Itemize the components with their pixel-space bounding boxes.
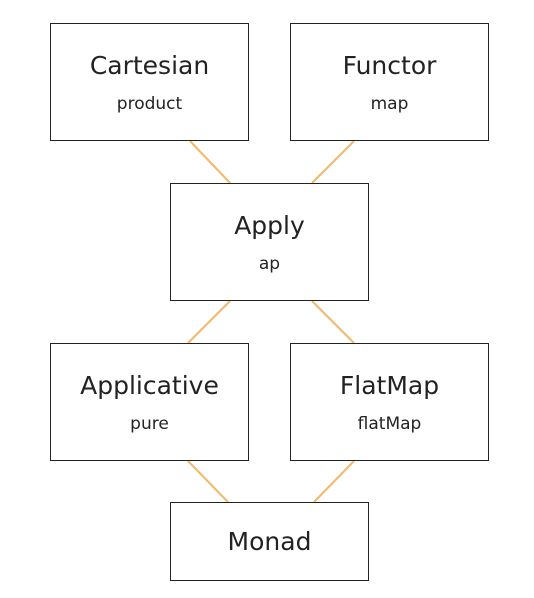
edge-apply-applicative — [187, 300, 231, 344]
edge-cartesian-apply — [189, 140, 231, 184]
node-flatmap-method: flatMap — [357, 413, 422, 434]
node-functor-method: map — [370, 93, 409, 114]
edge-flatmap-monad — [313, 460, 355, 503]
node-monad: Monad — [170, 502, 369, 581]
edge-functor-apply — [311, 140, 355, 184]
node-flatmap-name: FlatMap — [339, 370, 440, 400]
node-cartesian-method: product — [116, 93, 183, 114]
node-applicative-method: pure — [130, 413, 169, 434]
node-applicative: Applicative pure — [50, 343, 249, 461]
node-cartesian: Cartesian product — [50, 23, 249, 141]
edge-applicative-monad — [187, 460, 229, 503]
node-apply-method: ap — [258, 253, 281, 274]
node-flatmap: FlatMap flatMap — [290, 343, 489, 461]
node-cartesian-name: Cartesian — [89, 50, 210, 80]
edge-apply-flatmap — [311, 300, 355, 344]
node-functor-name: Functor — [342, 50, 437, 80]
node-monad-name: Monad — [227, 526, 312, 556]
node-apply: Apply ap — [170, 183, 369, 301]
node-apply-name: Apply — [234, 210, 305, 240]
node-applicative-name: Applicative — [80, 370, 219, 400]
node-functor: Functor map — [290, 23, 489, 141]
